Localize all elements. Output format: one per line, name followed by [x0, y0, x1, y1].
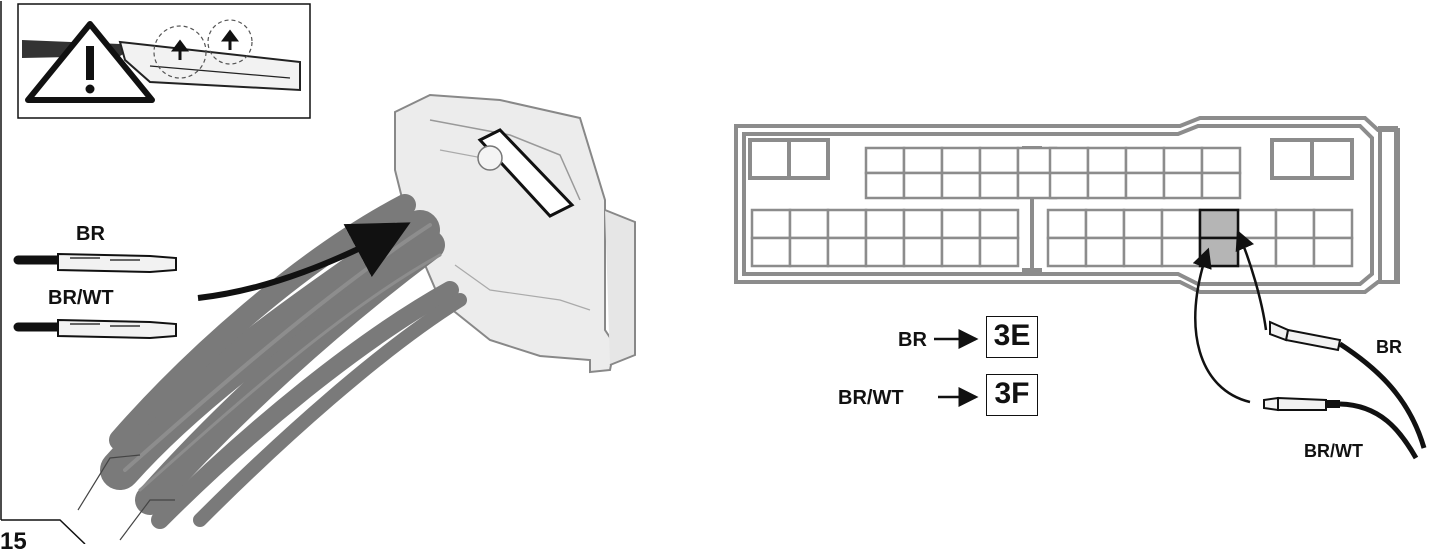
cavity-cell: [1048, 171, 1090, 200]
cavity-cell: [750, 208, 792, 240]
cavity-cell: [978, 236, 1020, 268]
up-arrow-icon: [221, 29, 239, 50]
cavity-cell: [978, 171, 1020, 200]
cavity-cell: [1046, 236, 1088, 268]
cavity-cell: [902, 146, 944, 175]
warning-inset: [17, 3, 311, 119]
cavity-cell: [750, 236, 792, 268]
cavity-cell: [1086, 146, 1128, 175]
cavity-grid: [750, 146, 1354, 268]
cavity-cell: [788, 236, 830, 268]
right-terminal-br: [1269, 320, 1427, 449]
pin-map-wire-br: BR: [898, 329, 927, 351]
cavity-cell: [940, 208, 982, 240]
insertion-arrow: [197, 222, 411, 301]
pin-label-3f: 3F: [986, 374, 1038, 416]
left-terminal-br-wt: [13, 318, 177, 340]
cavity-cell: [1084, 236, 1126, 268]
cavity-cell: [902, 208, 944, 240]
cavity-cell: [1084, 208, 1126, 240]
cavity-cell: [1046, 208, 1088, 240]
cavity-cell: [864, 146, 906, 175]
cavity-cell: [940, 146, 982, 175]
right-wire-label-br: BR: [1376, 337, 1402, 357]
cavity-cell: [1236, 236, 1278, 268]
cavity-cell: [1160, 208, 1202, 240]
cavity-3e: [1198, 208, 1240, 240]
right-wire-label-br-wt: BR/WT: [1304, 441, 1363, 461]
cavity-cell: [1122, 208, 1164, 240]
cavity-cell: [1160, 236, 1202, 268]
routing-arrow-br-wt: [1192, 247, 1251, 404]
cavity-cell: [978, 146, 1020, 175]
hand-outline: [77, 454, 175, 541]
cavity-cell: [1162, 146, 1204, 175]
right-terminal-br-wt: [1263, 396, 1419, 460]
routing-arrow-br: [1235, 229, 1268, 331]
step-number: 15: [0, 528, 27, 555]
latch-bar: [477, 128, 575, 218]
up-arrow-icon: [171, 39, 189, 60]
cavity-cell: [1200, 171, 1242, 200]
cavity-cell: [1312, 236, 1354, 268]
cavity-cell: [1048, 146, 1090, 175]
wire-harness: [100, 194, 467, 529]
cavity-cell: [1274, 208, 1316, 240]
cavity-cell: [1274, 236, 1316, 268]
pin-label-3e: 3E: [986, 316, 1038, 358]
cavity-cell: [1122, 236, 1164, 268]
cavity-cell: [1312, 208, 1354, 240]
cavity-cell: [1124, 171, 1166, 200]
pin-map-wire-br-wt: BR/WT: [838, 387, 904, 409]
cavity-cell: [1124, 146, 1166, 175]
cavity-cell: [902, 171, 944, 200]
step-tab: [1, 519, 86, 544]
cavity-cell: [940, 236, 982, 268]
cavity-cell: [864, 236, 906, 268]
warning-triangle-icon: [25, 21, 155, 103]
left-wire-label-br: BR: [76, 223, 105, 245]
cavity-3f: [1198, 236, 1240, 268]
cavity-cell: [1236, 208, 1278, 240]
cavity-cell: [940, 171, 982, 200]
cavity-cell: [864, 171, 906, 200]
cavity-cell: [1200, 146, 1242, 175]
cavity-cell: [788, 208, 830, 240]
cavity-cell: [864, 208, 906, 240]
cavity-cell: [826, 208, 868, 240]
cavity-cell: [978, 208, 1020, 240]
cavity-cell: [826, 236, 868, 268]
cavity-cell: [902, 236, 944, 268]
left-wire-label-br-wt: BR/WT: [48, 287, 114, 309]
cavity-cell: [1086, 171, 1128, 200]
cavity-cell: [1162, 171, 1204, 200]
left-terminal-br: [13, 252, 177, 274]
